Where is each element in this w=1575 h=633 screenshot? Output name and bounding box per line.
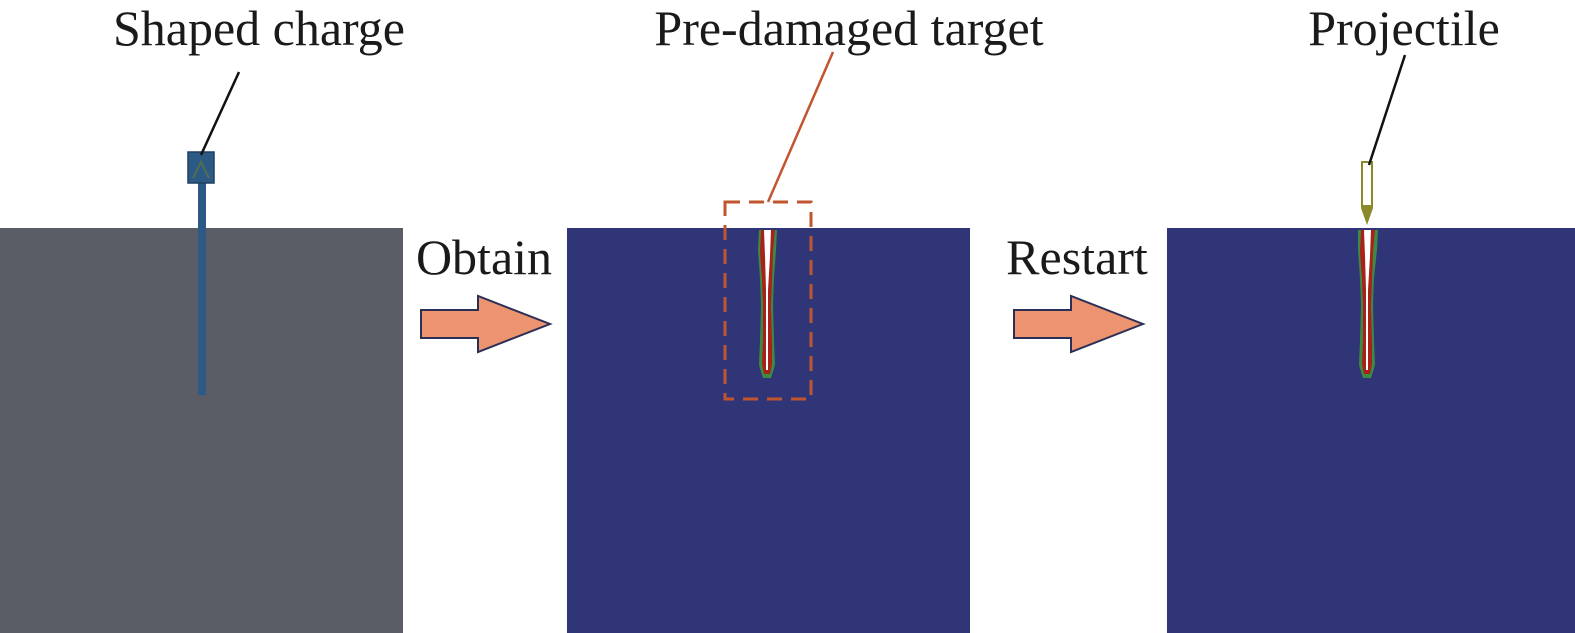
obtain-label: Obtain bbox=[416, 229, 552, 285]
jet-rod bbox=[198, 182, 206, 395]
projectile-body bbox=[1361, 161, 1373, 225]
pre-damaged-target-label: Pre-damaged target bbox=[654, 0, 1043, 56]
projectile-leader-line bbox=[1367, 54, 1407, 166]
restart-label: Restart bbox=[1006, 229, 1148, 285]
shaped-charge-label: Shaped charge bbox=[113, 0, 405, 56]
restart-arrow bbox=[1013, 294, 1146, 354]
damage-crack bbox=[758, 230, 777, 378]
restart-damage-crack bbox=[1358, 230, 1378, 378]
damage-highlight-box bbox=[723, 200, 813, 401]
shaped-charge-leader-line bbox=[199, 71, 241, 156]
obtain-arrow bbox=[420, 294, 553, 354]
projectile-label: Projectile bbox=[1308, 0, 1500, 56]
pre-damaged-target-leader-line bbox=[766, 51, 835, 203]
shaped-charge-liner bbox=[192, 159, 210, 179]
shaped-charge-body bbox=[187, 151, 215, 184]
